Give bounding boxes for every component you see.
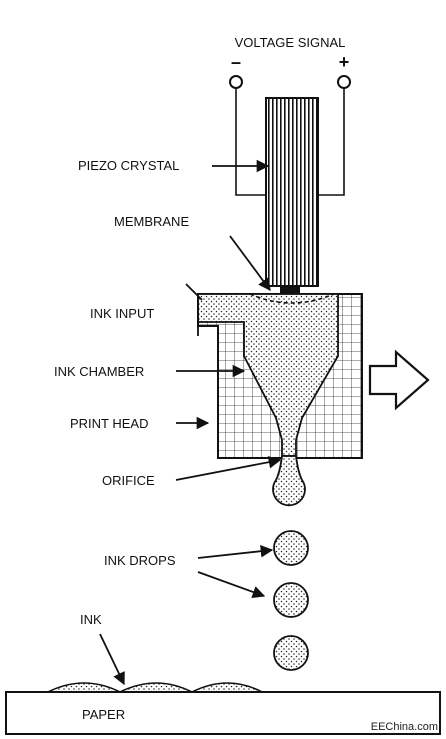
- arrow-ink-drop-2: [197, 571, 266, 599]
- membrane-flex-line: [249, 293, 335, 304]
- piezo-crystal: [265, 97, 319, 287]
- ejection-arrow-icon: [368, 349, 430, 411]
- arrow-ink: [99, 633, 125, 686]
- ink-input-edge: [185, 283, 203, 301]
- positive-terminal: [337, 75, 351, 89]
- label-piezo-crystal: PIEZO CRYSTAL: [78, 158, 179, 173]
- ink-drop-2: [273, 582, 309, 618]
- plus-sign: +: [339, 52, 350, 72]
- ink-drop-1: [273, 530, 309, 566]
- label-ink: INK: [80, 612, 102, 627]
- ink-chamber: [197, 293, 339, 457]
- label-orifice: ORIFICE: [102, 473, 155, 488]
- label-print-head: PRINT HEAD: [70, 416, 149, 431]
- ink-drop-3: [273, 635, 309, 671]
- negative-terminal: [229, 75, 243, 89]
- forming-drop: [272, 455, 306, 507]
- label-paper: PAPER: [82, 707, 125, 722]
- label-ink-chamber: INK CHAMBER: [54, 364, 144, 379]
- arrow-ink-drop-1: [197, 544, 274, 559]
- arrow-orifice: [175, 455, 282, 481]
- minus-sign: –: [231, 52, 241, 72]
- arrow-membrane: [229, 235, 271, 292]
- voltage-signal-title: VOLTAGE SIGNAL: [235, 35, 346, 50]
- label-ink-drops: INK DROPS: [104, 553, 176, 568]
- label-ink-input: INK INPUT: [90, 306, 154, 321]
- negative-wire: [235, 88, 266, 196]
- membrane: [280, 286, 300, 294]
- paper: [5, 691, 441, 735]
- label-membrane: MEMBRANE: [114, 214, 189, 229]
- positive-wire: [318, 88, 345, 196]
- ink-on-paper: [47, 682, 263, 693]
- watermark: EEChina.com: [371, 721, 438, 733]
